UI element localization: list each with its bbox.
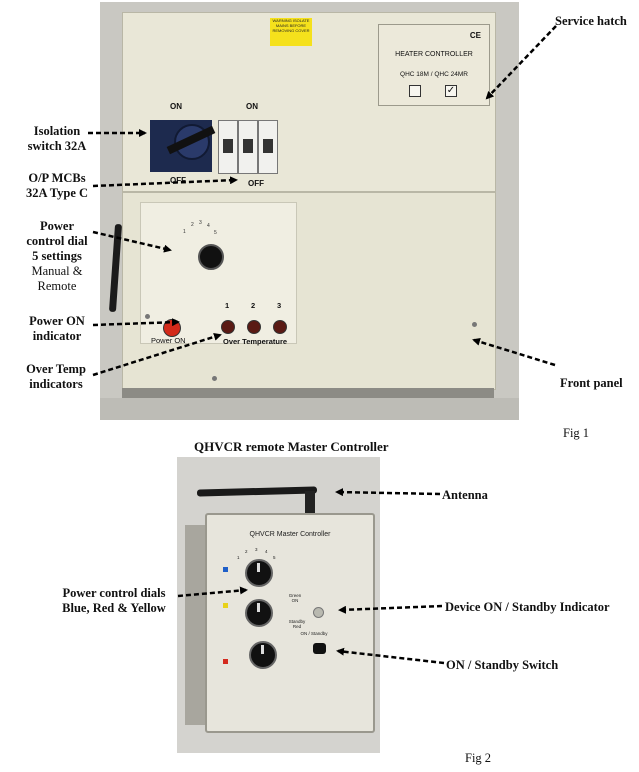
arrow-power-dial bbox=[92, 230, 172, 253]
power-control-dial bbox=[198, 244, 224, 270]
mcb-on-label: ON bbox=[246, 102, 258, 111]
arrow-switch bbox=[336, 647, 445, 665]
master-controller-box: QHVCR Master Controller 1 2 3 4 5 Green … bbox=[205, 513, 375, 733]
fig1-photo: WARNING ISOLATE MAINS BEFORE REMOVING CO… bbox=[100, 2, 519, 420]
blue-swatch bbox=[223, 567, 228, 572]
label-on-standby-switch: ON / Standby Switch bbox=[446, 658, 559, 672]
fig2-title: QHVCR remote Master Controller bbox=[194, 439, 389, 454]
arrow-front-panel bbox=[472, 337, 556, 367]
label-power-control-dials: Power control dials Blue, Red & Yellow bbox=[62, 586, 166, 615]
over-temp-text: Over Temperature bbox=[223, 337, 288, 346]
service-hatch-plate: CE HEATER CONTROLLER QHC 18M / QHC 24MR … bbox=[378, 24, 490, 106]
label-front-panel: Front panel bbox=[560, 376, 623, 390]
label-over-temp-indicators: Over Temp indicators bbox=[26, 362, 86, 391]
arrow-service-hatch bbox=[485, 25, 557, 100]
over-temp-led-3 bbox=[273, 320, 287, 334]
fig2-caption: Fig 2 bbox=[465, 751, 492, 765]
mcb-1 bbox=[218, 120, 238, 174]
over-temp-led-1 bbox=[221, 320, 235, 334]
arrow-dials bbox=[177, 586, 248, 598]
yellow-swatch bbox=[223, 603, 228, 608]
ce-mark: CE bbox=[469, 31, 481, 40]
over-temp-led-2 bbox=[247, 320, 261, 334]
label-isolation-switch: Isolation switch 32A bbox=[27, 124, 87, 153]
controller-title: QHVCR Master Controller bbox=[249, 531, 331, 538]
label-service-hatch: Service hatch bbox=[555, 14, 627, 28]
mcb-2 bbox=[238, 120, 258, 174]
hatch-title: HEATER CONTROLLER bbox=[395, 51, 473, 58]
hatch-options: QHC 18M / QHC 24MR bbox=[400, 71, 468, 78]
green-on-text: Green ON bbox=[288, 593, 302, 603]
on-standby-text: ON / Standby bbox=[300, 631, 328, 636]
yellow-power-dial bbox=[245, 599, 273, 627]
checkbox-checked-icon: ✓ bbox=[445, 85, 457, 97]
fig1-caption: Fig 1 bbox=[563, 426, 590, 440]
label-device-indicator: Device ON / Standby Indicator bbox=[445, 600, 610, 614]
fig2-photo: QHVCR Master Controller 1 2 3 4 5 Green … bbox=[177, 457, 380, 753]
arrow-mcbs bbox=[92, 176, 238, 188]
label-mcbs: O/P MCBs 32A Type C bbox=[25, 171, 89, 200]
arrow-power-on bbox=[92, 318, 180, 327]
checkbox-icon bbox=[409, 85, 421, 97]
standby-red-text: Standby Red bbox=[288, 619, 306, 629]
label-power-on-indicator: Power ON indicator bbox=[29, 314, 85, 343]
power-on-text: Power ON bbox=[151, 336, 186, 345]
arrow-over-temp bbox=[92, 332, 222, 377]
label-power-control-dial: Power control dial 5 settings Manual & R… bbox=[26, 219, 88, 293]
warning-sticker: WARNING ISOLATE MAINS BEFORE REMOVING CO… bbox=[270, 18, 312, 46]
arrow-device-indicator bbox=[338, 604, 443, 614]
isolation-on-label: ON bbox=[170, 102, 182, 111]
label-antenna: Antenna bbox=[442, 488, 488, 502]
arrow-antenna bbox=[335, 488, 441, 497]
on-standby-led bbox=[313, 607, 324, 618]
blue-power-dial bbox=[245, 559, 273, 587]
mcb-3 bbox=[258, 120, 278, 174]
on-standby-switch bbox=[313, 643, 326, 654]
red-power-dial bbox=[249, 641, 277, 669]
mcb-off-label: OFF bbox=[248, 179, 264, 188]
isolation-off-label: OFF bbox=[170, 176, 186, 185]
red-swatch bbox=[223, 659, 228, 664]
